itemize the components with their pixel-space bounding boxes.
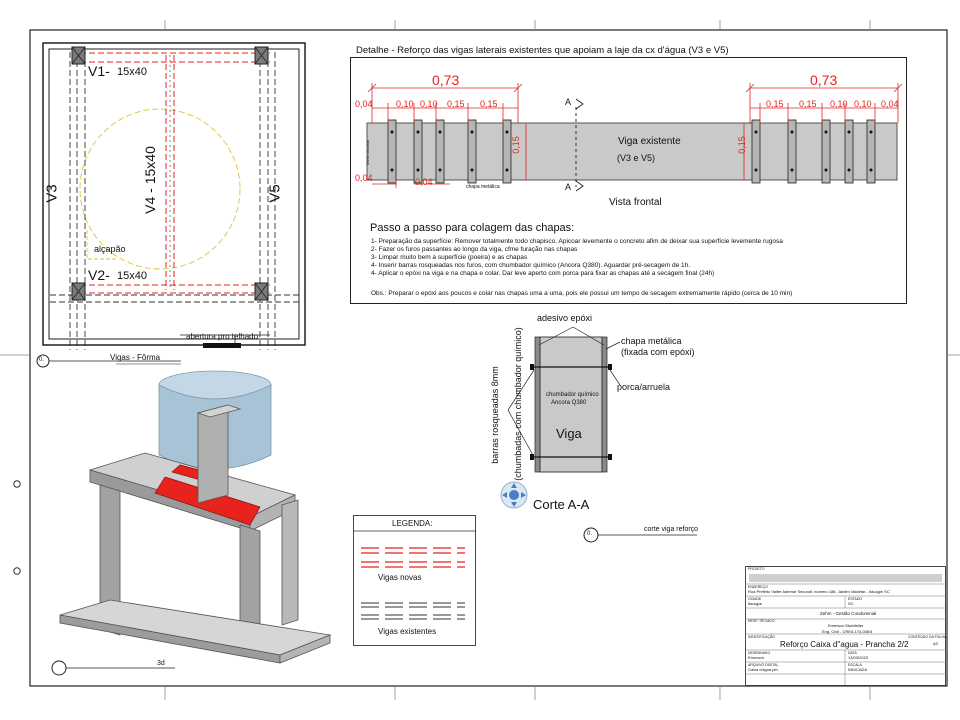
beam-v1-label: V1- bbox=[88, 63, 110, 79]
section-a-a bbox=[500, 326, 621, 509]
beam-v2-size: 15x40 bbox=[117, 270, 147, 282]
tb-city-label: CIDADE bbox=[748, 597, 762, 601]
section-title: Corte A-A bbox=[533, 497, 590, 512]
section-adhesive: adesivo epóxi bbox=[537, 313, 593, 323]
tb-content-label: IDENTIFICAÇÃO bbox=[748, 635, 776, 639]
steps-note: Obs.: Preparar o epóxi aos poucos e cola… bbox=[371, 290, 793, 297]
section-ref-tag bbox=[583, 527, 697, 543]
plan-view-tag bbox=[36, 354, 181, 368]
tb-project-label: PROJETO bbox=[748, 567, 765, 571]
dim-left-5: 0,15 bbox=[480, 99, 498, 109]
view-3d-tag bbox=[51, 660, 175, 676]
tb-scale: INDICADA bbox=[848, 667, 868, 672]
tb-resp-label: RESP. TÉCNICO bbox=[748, 619, 775, 623]
hatch-label: alçapão bbox=[94, 244, 126, 254]
tb-state: SC bbox=[848, 601, 854, 606]
opening-label: abertura pro telhado bbox=[186, 332, 259, 341]
dim-bottom-b: 0,04 bbox=[415, 177, 433, 187]
tb-date-label: DATA bbox=[848, 651, 857, 655]
tb-address: Rua Prefeito Valter Ademar Secundi, núme… bbox=[748, 589, 890, 594]
dim-height-right: 0,15 bbox=[736, 136, 747, 154]
section-plate-1: chapa metálica bbox=[621, 336, 682, 346]
section-nut: porca/arruela bbox=[617, 382, 671, 392]
plan-view-title: Vigas - Fôrma bbox=[110, 353, 161, 362]
tb-scale-label: ESCALA bbox=[848, 663, 862, 667]
section-ref-number: 0. bbox=[587, 531, 593, 537]
dim-height-left: 0,15 bbox=[510, 136, 521, 154]
step-item: 4- Inserir barras rosqueadas nos furos, … bbox=[371, 262, 691, 269]
dim-right-3: 0,10 bbox=[830, 99, 848, 109]
beam-v3-label: V3 bbox=[43, 184, 61, 203]
dim-right-2: 0,15 bbox=[799, 99, 817, 109]
view-3d-label: 3d bbox=[157, 660, 165, 667]
detail-panel bbox=[350, 57, 907, 304]
section-plate-2: (fixada com epóxi) bbox=[621, 347, 695, 357]
tb-city: Itaucjpe bbox=[748, 601, 763, 606]
step-item: 1- Preparação da superfície: Remover tot… bbox=[371, 238, 783, 245]
dim-left-4: 0,15 bbox=[447, 99, 465, 109]
dim-right-4: 0,10 bbox=[854, 99, 872, 109]
tb-sheet-label: CONTEÚDO DA FOLHA bbox=[908, 635, 947, 639]
section-bars-1: barras rosqueadas 8mm bbox=[490, 366, 500, 464]
beam-v4-label: V4 - 15x40 bbox=[142, 146, 158, 214]
beam-v5-label: V5 bbox=[266, 184, 284, 203]
section-marker-bottom: A bbox=[565, 182, 572, 192]
legend-new: Vigas novas bbox=[378, 573, 422, 582]
tb-drawn: Emerson bbox=[748, 655, 765, 660]
beam-v2-label: V2- bbox=[88, 267, 110, 283]
section-anchor-2: Ancora Q380 bbox=[551, 400, 587, 406]
tb-company: Zehm - Gestão Condominial bbox=[820, 611, 877, 616]
tb-state-label: ESTADO bbox=[848, 597, 863, 601]
dim-right-1: 0,15 bbox=[766, 99, 784, 109]
tb-drawn-label: DESENHADO bbox=[748, 651, 771, 655]
dim-left-1: 0,04 bbox=[355, 99, 373, 109]
section-bars-2: (chumbadas com chumbador químico) bbox=[513, 327, 523, 481]
steps-title: Passo a passo para colagem das chapas: bbox=[370, 222, 575, 234]
legend-existing: Vigas existentes bbox=[378, 627, 437, 636]
detail-title: Detalhe - Reforço das vigas laterais exi… bbox=[356, 45, 729, 56]
legend-box bbox=[353, 515, 476, 646]
step-item: 2- Fazer os furos passantes ao longo da … bbox=[371, 246, 578, 253]
tb-file: Caixa d'água.pln bbox=[748, 667, 778, 672]
dim-left-3: 0,10 bbox=[420, 99, 438, 109]
beam-label-1: Viga existente bbox=[618, 136, 681, 147]
step-item: 3- Limpar muito bem a superfície (poeira… bbox=[371, 254, 528, 261]
bar-label-small: barra roscada bbox=[364, 140, 370, 165]
tb-engineer: Emerson Sturbfeller bbox=[828, 623, 864, 628]
tb-format: A3 bbox=[933, 641, 938, 646]
section-beam: Viga bbox=[556, 426, 582, 441]
tb-crea: Eng. Civil - CREA 174-036/4 bbox=[822, 629, 873, 634]
dim-total-left: 0,73 bbox=[432, 72, 460, 88]
section-anchor-1: chumbador químico bbox=[546, 392, 599, 398]
dim-right-5: 0,04 bbox=[881, 99, 899, 109]
step-item: 4- Aplicar o epóxi na viga e na chapa e … bbox=[371, 270, 715, 277]
view-3d bbox=[59, 370, 332, 664]
beam-v1-size: 15x40 bbox=[117, 66, 147, 78]
section-ref-label: corte viga reforço bbox=[644, 526, 699, 533]
front-view-caption: Vista frontal bbox=[609, 197, 662, 208]
section-marker-top: A bbox=[565, 97, 572, 107]
plate-label: chapa metálica bbox=[466, 184, 500, 190]
plan-view-number: 0. bbox=[39, 357, 45, 363]
tb-address-label: ENDEREÇO bbox=[748, 585, 768, 589]
tb-date: 13/03/2023 bbox=[848, 655, 869, 660]
tb-content: Reforço Caixa d''agua - Prancha 2/2 bbox=[780, 640, 909, 649]
dim-bottom-a: 0,04 bbox=[355, 173, 373, 183]
dim-total-right: 0,73 bbox=[810, 72, 838, 88]
beam-label-2: (V3 e V5) bbox=[617, 153, 656, 163]
title-block bbox=[745, 566, 946, 686]
dim-left-2: 0,10 bbox=[396, 99, 414, 109]
tb-file-label: ARQUIVO DIGITAL bbox=[748, 663, 779, 667]
legend-title: LEGENDA: bbox=[392, 519, 433, 528]
plan-view bbox=[42, 42, 306, 350]
